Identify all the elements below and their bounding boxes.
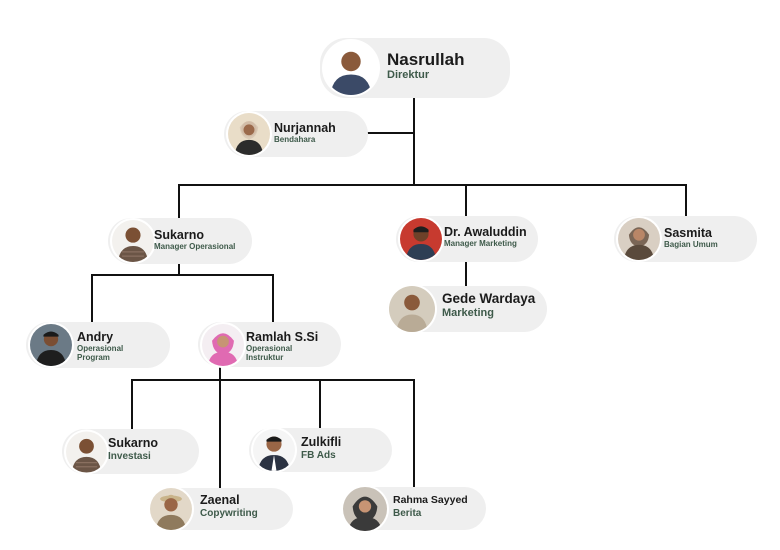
org-node-nasrullah: Nasrullah Direktur — [320, 38, 510, 98]
person-name: Rahma Sayyed — [393, 494, 468, 506]
org-node-awaluddin: Dr. Awaluddin Manager Marketing — [396, 216, 538, 262]
org-node-gede: Gede Wardaya Marketing — [387, 286, 547, 332]
org-node-andry: Andry Operasional Program — [26, 322, 170, 368]
person-name: Nasrullah — [387, 50, 465, 69]
person-role: Bagian Umum — [664, 240, 718, 250]
person-name: Zaenal — [200, 493, 240, 507]
person-photo-icon — [324, 41, 378, 95]
person-photo-icon — [30, 324, 72, 366]
person-role: FB Ads — [301, 450, 336, 462]
person-name: Ramlah S.Si — [246, 330, 319, 344]
org-node-zulkifli: Zulkifli FB Ads — [249, 428, 392, 472]
person-name: Nurjannah — [274, 121, 336, 135]
org-node-sukarno-manager: Sukarno Manager Operasional — [108, 218, 252, 264]
org-node-rahma: Rahma Sayyed Berita — [343, 486, 486, 531]
person-photo-icon — [618, 218, 660, 260]
org-node-sasmita: Sasmita Bagian Umum — [614, 216, 757, 262]
person-name: Sasmita — [664, 226, 712, 240]
person-name: Dr. Awaluddin — [444, 225, 527, 239]
person-role-line: Operasional — [77, 344, 124, 354]
person-photo-icon — [202, 323, 244, 366]
person-name: Sukarno — [108, 436, 159, 450]
person-role: Manager Operasional — [154, 242, 236, 252]
person-photo-icon — [228, 113, 270, 155]
org-node-sukarno-investasi: Sukarno Investasi — [62, 429, 199, 474]
person-photo-icon — [150, 488, 192, 530]
person-photo-icon — [400, 218, 442, 260]
person-photo-icon — [112, 220, 154, 262]
person-name: Sukarno — [154, 228, 205, 242]
person-role: Investasi — [108, 451, 151, 463]
person-role: Direktur — [387, 68, 430, 81]
person-name: Andry — [77, 330, 114, 344]
person-photo-icon — [389, 286, 435, 332]
person-name: Zulkifli — [301, 435, 342, 449]
org-node-nurjannah: Nurjannah Bendahara — [224, 111, 368, 157]
person-name: Gede Wardaya — [442, 291, 536, 306]
person-role: Berita — [393, 508, 422, 520]
person-photo-icon — [253, 429, 295, 471]
person-role-line: Program — [77, 353, 110, 363]
person-role: Marketing — [442, 307, 494, 320]
person-role: Copywriting — [200, 508, 258, 520]
person-role-line: Instruktur — [246, 353, 284, 363]
person-photo-icon — [66, 431, 107, 472]
org-node-zaenal: Zaenal Copywriting — [150, 488, 293, 530]
person-photo-icon — [343, 486, 387, 531]
person-role: Bendahara — [274, 135, 316, 145]
person-role-line: Operasional — [246, 344, 293, 354]
person-role: Manager Marketing — [444, 239, 517, 249]
org-node-ramlah: Ramlah S.Si Operasional Instruktur — [198, 322, 341, 367]
